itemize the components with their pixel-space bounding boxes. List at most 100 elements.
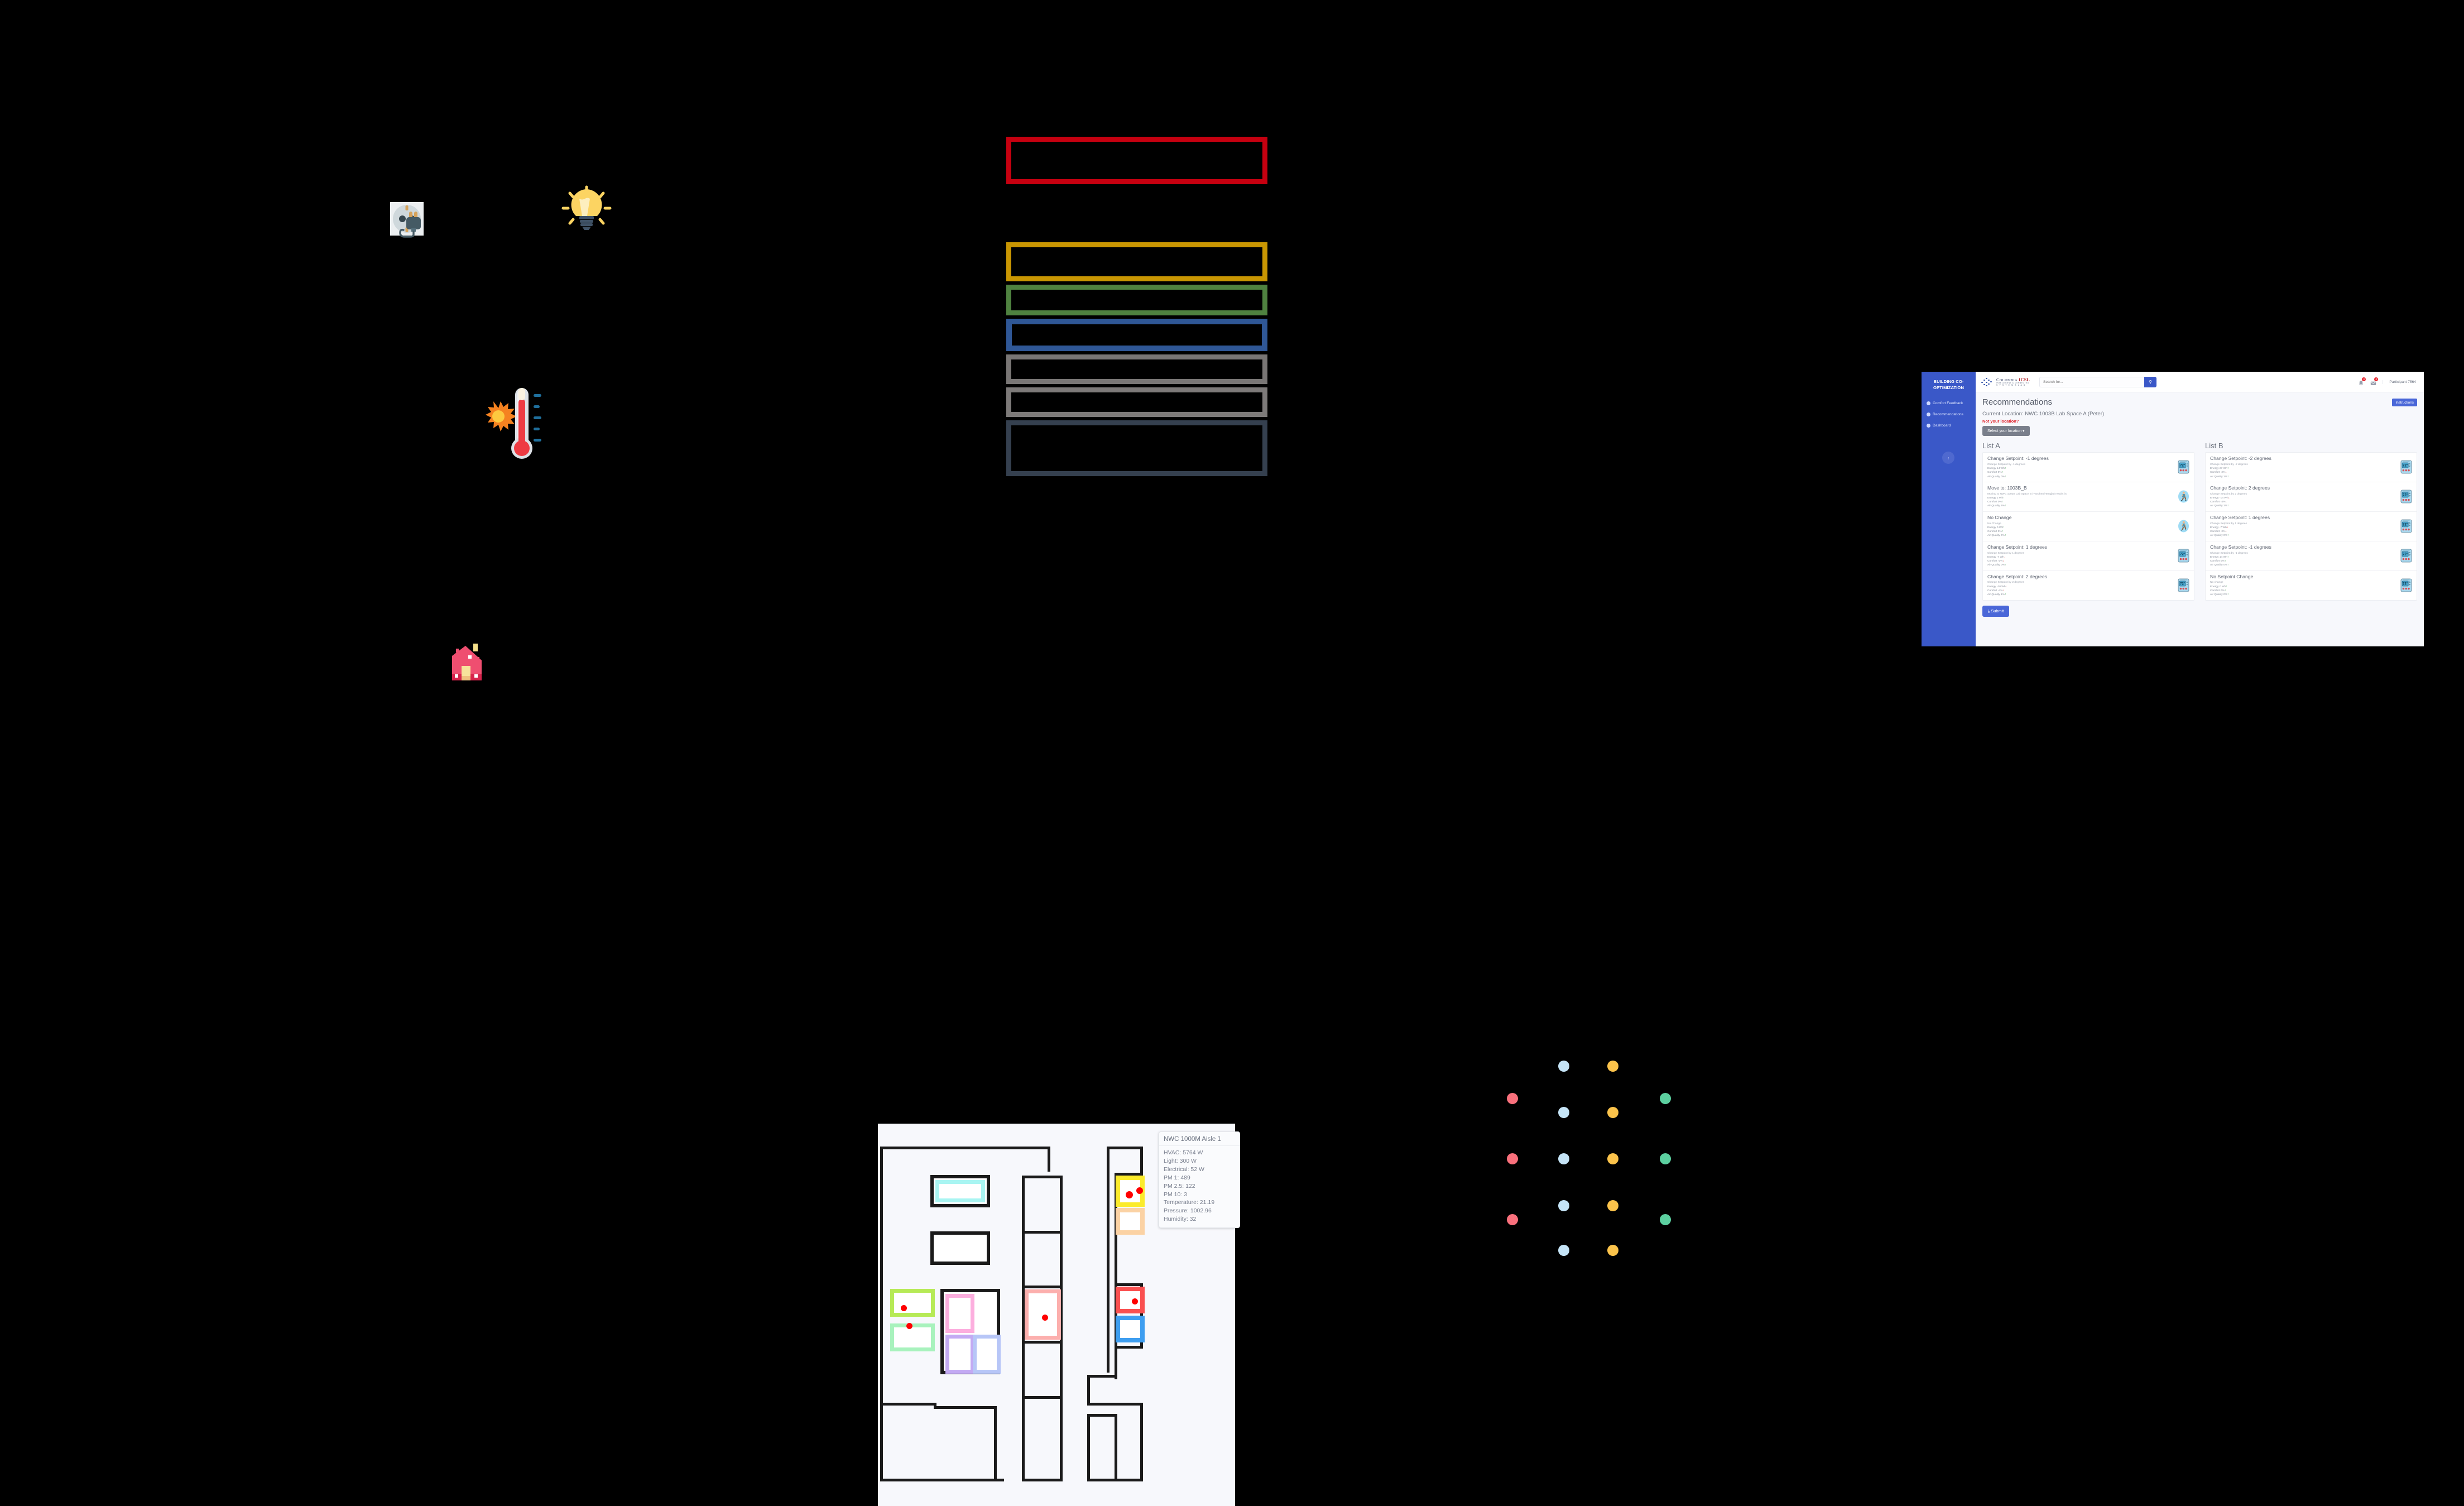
wall <box>1022 1176 1025 1481</box>
dot-amber <box>1607 1107 1618 1118</box>
sidebar-item-icon <box>1927 423 1930 428</box>
wall <box>1022 1479 1063 1481</box>
house-icon <box>441 634 499 695</box>
svg-text:72°: 72° <box>2180 464 2186 468</box>
room-plain[interactable] <box>930 1231 990 1265</box>
wall <box>994 1406 997 1481</box>
wall <box>1022 1231 1063 1234</box>
metric-energy: Energy 0 Wh↑ <box>2210 585 2227 588</box>
room-yellow-aisle[interactable] <box>1116 1176 1145 1207</box>
metric-energy: Energy 14 Wh↑ <box>1987 467 2006 470</box>
room-salmon[interactable] <box>1025 1289 1061 1340</box>
brand: BUILDING CO- OPTIMIZATION <box>1922 372 1976 391</box>
wall <box>1087 1375 1115 1378</box>
search-box[interactable]: ⚲ <box>2039 376 2157 387</box>
sidebar-collapse-button[interactable]: ‹ <box>1942 452 1954 464</box>
dot-grid <box>1501 1061 1685 1256</box>
wall <box>1115 1173 1117 1379</box>
room-pink[interactable] <box>945 1294 974 1333</box>
bell-icon[interactable]: 0 <box>2358 377 2366 385</box>
submit-button[interactable]: ⤓ Submit <box>1982 605 2010 617</box>
wall <box>880 1147 883 1481</box>
metric-comfort: Comfort 0%↑ <box>1987 530 2004 534</box>
sidebar-item-dashboard[interactable]: Dashboard <box>1922 420 1976 431</box>
thermostat-icon: 72° <box>2400 519 2412 533</box>
metric-comfort: Comfort -4%↓ <box>2210 501 2227 504</box>
wall <box>1087 1414 1116 1417</box>
room-peach[interactable] <box>1116 1208 1145 1235</box>
recommendation-title: Change Setpoint: -2 degrees <box>2210 455 2271 461</box>
sidebar-item-recommendations[interactable]: Recommendations <box>1922 409 1976 420</box>
room-cyan[interactable] <box>930 1175 990 1207</box>
select-location-dropdown[interactable]: Select your location ▾ <box>1982 426 2030 436</box>
recommendation-subtitle: Change Setpoint by 1 degrees <box>1987 551 2025 555</box>
dot-green <box>1660 1153 1671 1164</box>
brand-line-2: OPTIMIZATION <box>1933 385 1965 390</box>
svg-text:72°: 72° <box>2180 553 2186 557</box>
sidebar-item-comfort-feedback[interactable]: Comfort Feedback <box>1922 397 1976 409</box>
search-icon[interactable]: ⚲ <box>2144 376 2157 387</box>
current-location: Current Location: NWC 1003B Lab Space A … <box>1982 411 2105 417</box>
envelope-icon[interactable]: 0 <box>2370 377 2379 385</box>
wall <box>1060 1176 1063 1481</box>
instructions-button[interactable]: Instructions <box>2392 399 2417 406</box>
wall <box>934 1406 996 1409</box>
metric-comfort: Comfort -2%↓ <box>1987 559 2004 563</box>
mail-badge: 0 <box>2374 377 2379 381</box>
room-quad[interactable] <box>940 1289 1001 1374</box>
room-periwinkle[interactable] <box>973 1335 1001 1374</box>
wall <box>880 1403 934 1406</box>
metric-energy: Energy -14 Wh↓ <box>2210 496 2230 500</box>
recommendation-subtitle: Change Setpoint by -2 degrees <box>2210 463 2248 466</box>
dashboard-window[interactable]: BUILDING CO- OPTIMIZATION Comfort Feedba… <box>1922 372 2424 646</box>
dashboard-main: COLUMBIA ICSL INTELLIGENT & CONNECTED S … <box>1976 372 2424 646</box>
metric-air-quality: Air Quality 0%↑ <box>1987 475 2006 478</box>
svg-text:72°: 72° <box>2403 494 2408 497</box>
room-mint[interactable] <box>890 1323 935 1351</box>
wall <box>1107 1147 1109 1373</box>
room-skyblue[interactable] <box>1116 1316 1145 1342</box>
room-purple[interactable] <box>945 1335 974 1374</box>
bar-blue <box>1006 319 1267 351</box>
not-your-location-link[interactable]: Not your location? <box>1982 419 2019 424</box>
metric-energy: Energy 1 Wh↑ <box>1987 496 2005 500</box>
thermostat-icon: 72° <box>2400 460 2412 474</box>
room-red[interactable] <box>1116 1287 1145 1313</box>
wall <box>1022 1396 1063 1399</box>
wall <box>1115 1346 1143 1349</box>
wall <box>1087 1414 1090 1481</box>
sidebar-item-label: Recommendations <box>1933 412 1963 416</box>
participant-label: Participant 7564 <box>2383 380 2416 384</box>
thermostat-icon: 72° <box>2178 460 2189 474</box>
wall <box>1048 1147 1050 1172</box>
svg-text:72°: 72° <box>2180 583 2186 586</box>
logo-title: COLUMBIA ICSL <box>1996 377 2030 382</box>
tooltip-metric: Temperature: 21.19 <box>1164 1199 1215 1206</box>
thermostat-icon: 72° <box>2400 578 2412 592</box>
room-lime[interactable] <box>890 1289 935 1317</box>
dashboard-body: Recommendations Instructions Current Loc… <box>1976 392 2424 617</box>
metric-energy: Energy 27 Wh↑ <box>2210 467 2229 470</box>
thermostat-icon: 72° <box>2178 578 2189 592</box>
search-input[interactable] <box>2039 376 2145 387</box>
sidebar-item-label: Comfort Feedback <box>1933 401 1963 405</box>
logo-sub-1: INTELLIGENT & CONNECTED <box>1996 382 2029 384</box>
sensor-pin <box>901 1305 907 1311</box>
